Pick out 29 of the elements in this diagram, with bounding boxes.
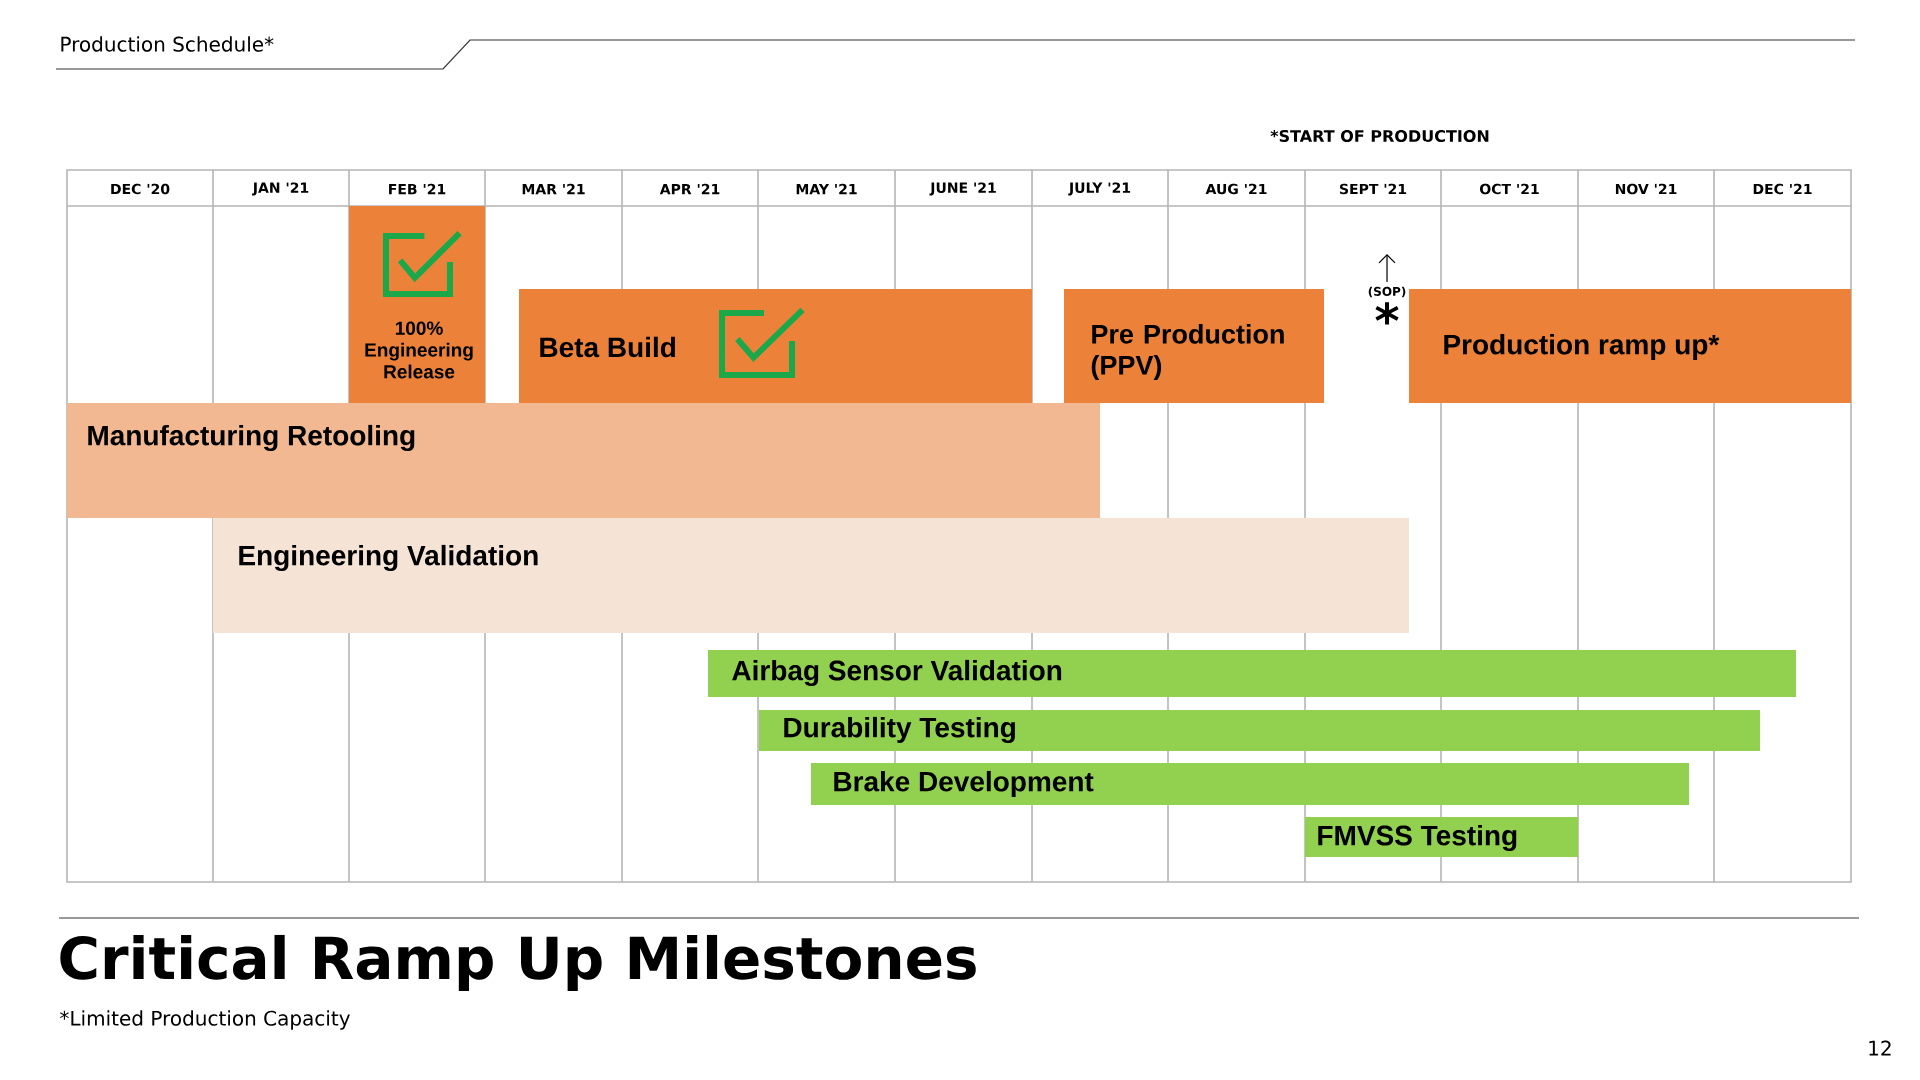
month-header: AUG '21 bbox=[1205, 183, 1267, 195]
title: Critical Ramp Up Milestones bbox=[60, 934, 976, 992]
task-bar: 100% Engineering Release bbox=[349, 206, 485, 403]
month-header: MAR '21 bbox=[522, 183, 585, 195]
month-header: MAY '21 bbox=[796, 183, 857, 195]
asterisk: * bbox=[1375, 302, 1399, 325]
note-text: *START OF PRODUCTION bbox=[1270, 129, 1489, 143]
header-text: Production Schedule* bbox=[61, 36, 274, 52]
task-bar: FMVSS Testing bbox=[1305, 817, 1578, 857]
page-number: 12 bbox=[1869, 1040, 1891, 1056]
task-bar: Airbag Sensor Validation bbox=[708, 650, 1796, 697]
task-bar: Engineering Validation bbox=[213, 518, 1409, 633]
month-header: NOV '21 bbox=[1615, 183, 1677, 195]
month-header: DEC '20 bbox=[111, 183, 170, 195]
task-bar: Pre Production (PPV) bbox=[1064, 289, 1324, 403]
task-bar: Beta Build bbox=[519, 289, 1032, 403]
month-header: OCT '21 bbox=[1480, 183, 1539, 195]
month-header: JULY '21 bbox=[1068, 182, 1131, 196]
sop-label: (SOP) bbox=[1368, 286, 1406, 298]
task-bar: Brake Development bbox=[811, 763, 1689, 805]
month-header: JUNE '21 bbox=[929, 182, 996, 196]
task-bar: Durability Testing bbox=[759, 710, 1760, 751]
task-bar: Production ramp up* bbox=[1409, 289, 1851, 403]
month-header: JAN '21 bbox=[252, 182, 309, 196]
month-header: APR '21 bbox=[659, 183, 720, 195]
month-header: SEPT '21 bbox=[1339, 183, 1407, 195]
footnote: *Limited Production Capacity bbox=[60, 1010, 350, 1030]
task-bar: Manufacturing Retooling bbox=[67, 403, 1100, 518]
month-header: DEC '21 bbox=[1753, 183, 1812, 195]
